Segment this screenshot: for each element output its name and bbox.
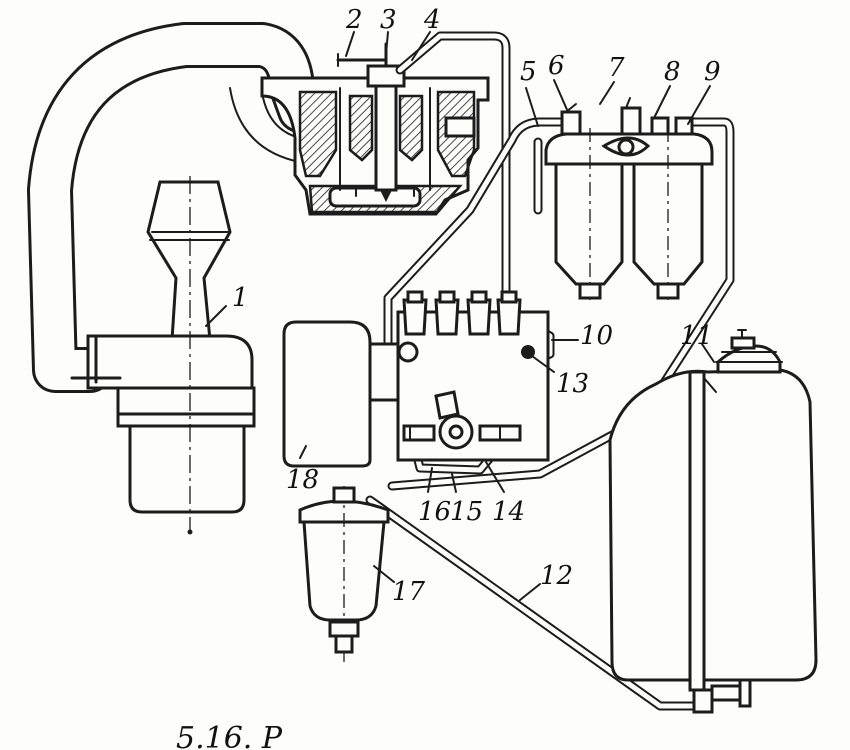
leader-lines [205,31,715,601]
governor-housing [282,320,372,468]
callout-7: 7 [608,53,625,83]
fine-filters [544,97,714,300]
callout-9: 9 [704,57,721,87]
intake-air-duct [27,22,323,393]
callout-labels: 1 2 3 4 5 6 7 8 9 10 11 12 13 14 15 16 1… [232,5,721,607]
coarse-filter [298,486,390,664]
figure-caption: 5.16. Р [176,721,283,750]
fuel-tank [608,329,818,714]
callout-18: 18 [286,465,319,495]
cylinder-head [260,42,490,216]
callout-11: 11 [680,321,713,351]
callout-13: 13 [556,369,589,399]
callout-6: 6 [548,51,565,81]
callout-2: 2 [345,5,363,35]
callout-1: 1 [232,283,249,313]
feed-pump [402,390,522,450]
callout-16: 16 [418,497,451,527]
pump-sections [402,290,522,336]
air-cleaner [70,176,256,535]
callout-14: 14 [492,497,525,527]
callout-3: 3 [380,5,397,35]
callout-12: 12 [540,561,573,591]
callout-17: 17 [392,577,426,607]
injection-pump [358,290,550,462]
callout-5: 5 [520,57,537,87]
callout-15: 15 [450,497,483,527]
callout-8: 8 [664,57,681,87]
callout-10: 10 [580,321,613,351]
callout-4: 4 [423,5,441,35]
